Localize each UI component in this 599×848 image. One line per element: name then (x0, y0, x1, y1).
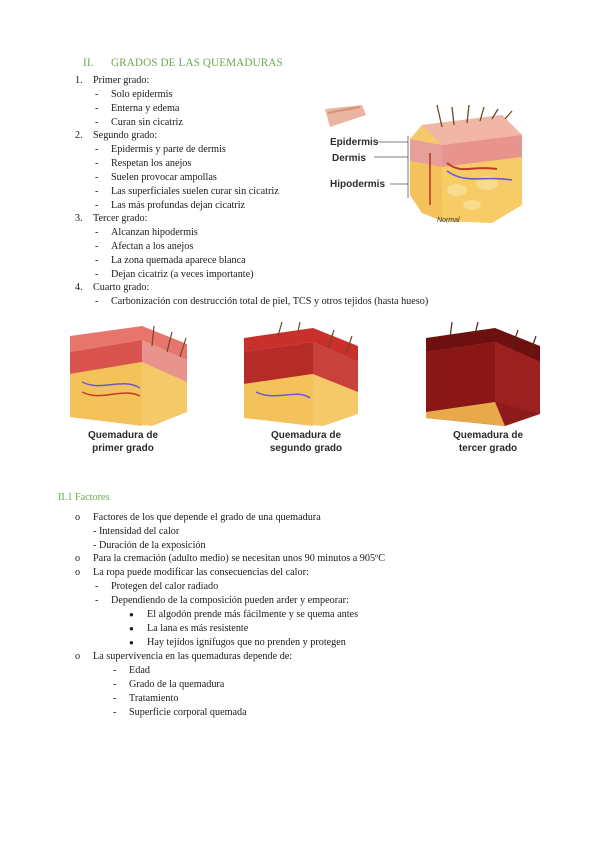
dash-marker: - (95, 144, 99, 155)
grade-number: 2. (75, 130, 83, 141)
hipodermis-label: Hipodermis (330, 179, 386, 190)
third-degree-burn-figure: Quemadura de tercer grado (420, 322, 560, 462)
bullet-marker: o (75, 651, 81, 662)
dash-marker: - (95, 158, 99, 169)
factor-subitem: Superficie corporal quemada (129, 707, 247, 718)
grade-item: Las superficiales suelen curar sin cicat… (111, 186, 279, 197)
dot-marker: ● (129, 610, 134, 619)
section-number: II. (83, 57, 94, 69)
factor-subitem: Tratamiento (129, 693, 179, 704)
dash-marker: - (95, 89, 99, 100)
grade-item: Afectan a los anejos (111, 241, 194, 252)
dash-marker: - (95, 103, 99, 114)
grade-item: Epidermis y parte de dermis (111, 144, 226, 155)
grade-title: Segundo grado: (93, 130, 158, 141)
bullet-marker: o (75, 553, 81, 564)
grade-number: 3. (75, 213, 83, 224)
dash-marker: - (113, 679, 117, 690)
first-degree-burn-illustration (70, 325, 187, 426)
factor-subitem: - Duración de la exposición (93, 540, 206, 551)
dash-marker: - (95, 186, 99, 197)
factor-item: Para la cremación (adulto medio) se nece… (93, 553, 386, 564)
dash-marker: - (95, 172, 99, 183)
second-degree-burn-illustration (244, 322, 358, 426)
factor-item: Factores de los que depende el grado de … (93, 512, 321, 523)
second-degree-burn-figure: Quemadura de segundo grado (238, 322, 378, 462)
first-degree-caption: Quemadura de primer grado (87, 430, 159, 454)
second-degree-caption: Quemadura de segundo grado (269, 430, 343, 454)
grade-number: 1. (75, 75, 83, 86)
factor-subitem: Edad (129, 665, 150, 676)
grade-item: Curan sin cicatriz (111, 117, 183, 128)
dash-marker: - (95, 200, 99, 211)
third-degree-burn-illustration (426, 322, 540, 426)
grade-item: Alcanzan hipodermis (111, 227, 198, 238)
grade-number: 4. (75, 282, 83, 293)
grade-title: Cuarto grado: (93, 282, 150, 293)
third-degree-caption: Quemadura de tercer grado (452, 430, 524, 454)
dash-marker: - (95, 241, 99, 252)
grade-item: Solo epidermis (111, 89, 173, 100)
dermis-label: Dermis (332, 153, 366, 164)
epidermis-label: Epidermis (330, 137, 379, 148)
section-title: GRADOS DE LAS QUEMADURAS (111, 57, 283, 69)
dash-marker: - (95, 581, 99, 592)
factor-subitem: - Intensidad del calor (93, 526, 180, 537)
factor-subitem: Protegen del calor radiado (111, 581, 219, 592)
grade-item: La zona quemada aparece blanca (111, 255, 246, 266)
grade-item: Enterna y edema (111, 103, 180, 114)
bullet-marker: o (75, 567, 81, 578)
grade-item: Respetan los anejos (111, 158, 192, 169)
dash-marker: - (113, 693, 117, 704)
grade-item: Suelen provocar ampollas (111, 172, 217, 183)
normal-caption: Normal (437, 217, 460, 224)
subsection-title: II.1 Factores (58, 492, 110, 503)
dot-marker: ● (129, 638, 134, 647)
grade-item: Las más profundas dejan cicatriz (111, 200, 246, 211)
factor-subitem: Dependiendo de la composición pueden ard… (111, 595, 349, 606)
dash-marker: - (95, 227, 99, 238)
skin-cross-section-illustration (325, 105, 522, 223)
factor-item: La ropa puede modificar las consecuencia… (93, 567, 309, 578)
factor-dot-item: La lana es más resistente (147, 623, 249, 634)
factor-dot-item: El algodón prende más fácilmente y se qu… (147, 609, 359, 620)
normal-skin-figure: Epidermis Dermis Hipodermis Normal (322, 105, 537, 230)
grade-item: Carbonización con destrucción total de p… (111, 296, 429, 307)
dash-marker: - (95, 595, 99, 606)
grade-item: Dejan cicatriz (a veces importante) (111, 269, 254, 280)
dash-marker: - (95, 296, 99, 307)
factor-dot-item: Hay tejidos ignífugos que no prenden y p… (147, 637, 346, 648)
factor-item: La supervivencia en las quemaduras depen… (93, 651, 293, 662)
dash-marker: - (113, 665, 117, 676)
grade-title: Primer grado: (93, 75, 150, 86)
first-degree-burn-figure: Quemadura de primer grado (62, 322, 202, 462)
bullet-marker: o (75, 512, 81, 523)
factor-subitem: Grado de la quemadura (129, 679, 225, 690)
grade-title: Tercer grado: (93, 213, 148, 224)
dash-marker: - (113, 707, 117, 718)
dot-marker: ● (129, 624, 134, 633)
dash-marker: - (95, 117, 99, 128)
dash-marker: - (95, 255, 99, 266)
dash-marker: - (95, 269, 99, 280)
